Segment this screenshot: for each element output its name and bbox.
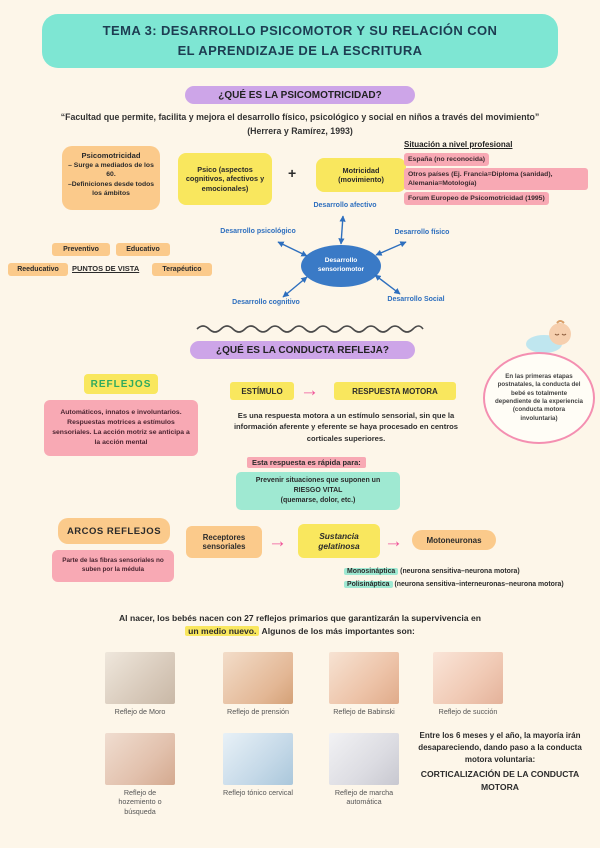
diagram-node-psicologico: Desarrollo psicológico — [220, 228, 296, 235]
respuesta-motora-box: RESPUESTA MOTORA — [334, 382, 456, 400]
definition-quote: “Facultad que permite, facilita y mejora… — [30, 110, 570, 138]
primarios-intro-line2: un medio nuevo. Algunos de los más impor… — [0, 625, 600, 638]
primarios-intro-rest: Algunos de los más importantes son: — [261, 626, 415, 637]
arrow-icon: → — [384, 531, 403, 552]
section-heading-psicomotricidad: ¿QUÉ ES LA PSICOMOTRICIDAD? — [185, 86, 415, 104]
tipo-polisinaptica: Polisináptica — [344, 581, 393, 588]
caption-reflejo-marcha: Reflejo de marcha automática — [334, 788, 394, 807]
reflejos-description-box: Automáticos, innatos e involuntarios. Re… — [44, 400, 198, 456]
photo-reflejo-hozamiento — [105, 733, 175, 785]
pov-pill-reeducativo: Reeducativo — [8, 263, 68, 276]
sustancia-gelatinosa-box: Sustancia gelatinosa — [298, 524, 380, 558]
plus-icon: + — [288, 165, 297, 181]
arcos-reflejos-title-box: ARCOS REFLEJOS — [58, 518, 170, 544]
pov-pill-terapeutico: Terapéutico — [152, 263, 212, 276]
profesional-item-espana: España (no reconocida) — [404, 153, 490, 167]
tipo-monosinaptica: Monosináptica — [344, 568, 399, 575]
caption-reflejo-babinski: Reflejo de Babinski — [333, 707, 395, 716]
profesional-item-otros: Otros países (Ej. Francia=Diploma (sanid… — [404, 168, 588, 191]
quote-text: “Facultad que permite, facilita y mejora… — [60, 112, 540, 122]
primarios-intro-highlight: un medio nuevo. — [185, 626, 260, 637]
tipo-monosinaptica-detail: (neurona sensitiva–neurona motora) — [400, 568, 520, 575]
motoneuronas-box: Motoneuronas — [412, 530, 496, 550]
estimulo-box: ESTÍMULO — [230, 382, 294, 400]
origin-line2: –Definiciones desde todos los ámbitos — [67, 180, 155, 197]
origin-title: Psicomotricidad — [81, 151, 141, 160]
page-title-line1: TEMA 3: DESARROLLO PSICOMOTOR Y SU RELAC… — [102, 22, 498, 38]
diagram-node-cognitivo: Desarrollo cognitivo — [232, 299, 300, 306]
motricidad-box: Motricidad (movimiento) — [316, 158, 406, 192]
arcos-note-box: Parte de las fibras sensoriales no suben… — [52, 550, 174, 582]
prevenir-box: Prevenir situaciones que suponen un RIES… — [236, 472, 400, 510]
pov-pill-educativo: Educativo — [116, 243, 170, 256]
diagram-node-fisico: Desarrollo físico — [394, 229, 450, 236]
diagram-node-social: Desarrollo Social — [387, 296, 445, 303]
photo-reflejo-marcha — [329, 733, 399, 785]
photo-reflejo-tonico-cervical — [223, 733, 293, 785]
outro-highlight: CORTICALIZACIÓN DE LA CONDUCTA MOTORA — [420, 769, 580, 792]
baby-note-bubble: En las primeras etapas postnatales, la c… — [483, 352, 595, 444]
primarios-intro-line1: Al nacer, los bebés nacen con 27 reflejo… — [118, 613, 482, 623]
outro-text: Entre los 6 meses y el año, la mayoría i… — [418, 731, 582, 764]
wavy-divider — [196, 325, 424, 333]
profesional-item-forum: Forum Europeo de Psicomotricidad (1995) — [404, 192, 549, 206]
psico-box: Psico (aspectos cognitivos, afectivos y … — [178, 153, 272, 205]
baby-illustration — [526, 320, 571, 353]
photo-reflejo-moro — [105, 652, 175, 704]
caption-reflejo-prension: Reflejo de prensión — [227, 707, 289, 716]
diagram-arrows — [277, 215, 407, 298]
tipo-polisinaptica-row: Polisináptica (neurona sensitiva–interne… — [344, 581, 564, 588]
corticalizacion-note: Entre los 6 meses y el año, la mayoría i… — [408, 730, 592, 794]
prevenir-line2: RIESGO VITAL — [293, 487, 343, 495]
prevenir-line3: (quemarse, dolor, etc.) — [280, 496, 356, 504]
photo-reflejo-babinski — [329, 652, 399, 704]
diagram-center-node: Desarrollo sensoriomotor — [301, 245, 381, 287]
page-title-line2: EL APRENDIZAJE DE LA ESCRITURA — [177, 43, 423, 58]
caption-reflejo-moro: Reflejo de Moro — [114, 707, 166, 716]
origin-line1: – Surge a mediados de los 60. — [68, 162, 154, 179]
caption-reflejo-tonico: Reflejo tónico cervical — [223, 788, 293, 797]
respuesta-explanation: Es una respuesta motora a un estímulo se… — [233, 411, 459, 443]
quote-source: (Herrera y Ramírez, 1993) — [247, 126, 353, 137]
primarios-intro: Al nacer, los bebés nacen con 27 reflejo… — [0, 612, 600, 639]
photo-reflejo-succion — [433, 652, 503, 704]
psicomotricidad-origin-box: Psicomotricidad – Surge a mediados de lo… — [62, 146, 160, 210]
tipo-polisinaptica-detail: (neurona sensitiva–interneuronas–neurona… — [394, 581, 564, 588]
caption-reflejo-succion: Reflejo de succión — [438, 707, 498, 716]
prevenir-line1: Prevenir situaciones que suponen un — [255, 477, 381, 485]
pov-label: PUNTOS DE VISTA — [72, 264, 140, 273]
tipo-monosinaptica-row: Monosináptica (neurona sensitiva–neurona… — [344, 568, 520, 575]
caption-reflejo-hozamiento: Reflejo de hozemiento o búsqueda — [118, 788, 162, 816]
arrow-icon: → — [300, 380, 319, 401]
pov-pill-preventivo: Preventivo — [52, 243, 110, 256]
rapida-label: Esta respuesta es rápida para: — [247, 457, 366, 468]
profesional-heading: Situación a nivel profesional — [404, 140, 513, 149]
diagram-node-afectivo: Desarrollo afectivo — [313, 202, 377, 209]
reflejos-title-box: REFLEJOS — [84, 374, 158, 394]
receptores-box: Receptores sensoriales — [186, 526, 262, 558]
arrow-icon: → — [268, 531, 287, 552]
page-title: TEMA 3: DESARROLLO PSICOMOTOR Y SU RELAC… — [42, 14, 558, 68]
photo-reflejo-prension — [223, 652, 293, 704]
section-heading-conducta-refleja: ¿QUÉ ES LA CONDUCTA REFLEJA? — [190, 341, 415, 359]
